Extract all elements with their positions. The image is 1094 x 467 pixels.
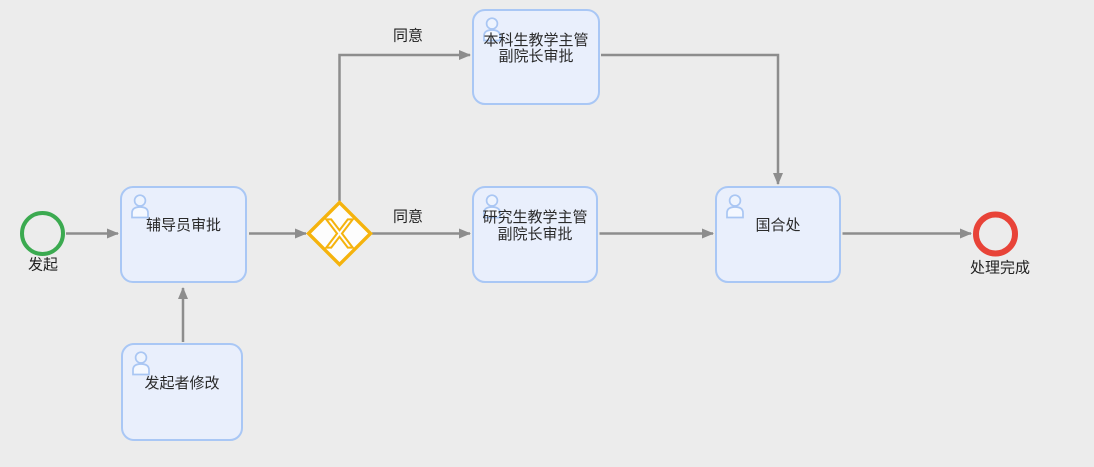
- edge-gateway-to-undergrad-dean: [338, 50, 471, 201]
- task-counselor-approval[interactable]: 辅导员审批: [120, 186, 247, 283]
- user-icon: [483, 194, 501, 219]
- task-intl-office[interactable]: 国合处: [715, 186, 841, 283]
- exclusive-gateway[interactable]: [306, 200, 373, 267]
- start-event-circle[interactable]: [20, 211, 65, 256]
- end-event-label: 处理完成: [969, 259, 1031, 277]
- task-initiator-modify[interactable]: 发起者修改: [121, 343, 243, 441]
- task-label-line: 辅导员审批: [145, 217, 221, 235]
- user-icon: [132, 351, 150, 376]
- user-icon: [131, 194, 149, 219]
- gateway-diamond[interactable]: [306, 200, 373, 267]
- task-label-line: 副院长审批: [497, 225, 573, 243]
- gateway-x-marker: [324, 218, 355, 249]
- end-event-circle[interactable]: [973, 211, 1018, 257]
- user-icon: [726, 194, 744, 219]
- task-label-line: 副院长审批: [498, 48, 574, 65]
- edge-label-agree-top: 同意: [392, 27, 424, 45]
- task-label-line: 国合处: [755, 217, 801, 235]
- edge-undergrad-dean-to-intl-office: [601, 53, 783, 185]
- start-event-label: 发起: [27, 256, 59, 274]
- task-undergrad-dean-approval[interactable]: 本科生教学主管副院长审批: [472, 9, 600, 105]
- task-label-line: 发起者修改: [144, 374, 220, 392]
- task-grad-dean-approval[interactable]: 研究生教学主管副院长审批: [472, 186, 598, 283]
- edge-label-agree-mid: 同意: [392, 208, 424, 226]
- user-icon: [483, 17, 501, 42]
